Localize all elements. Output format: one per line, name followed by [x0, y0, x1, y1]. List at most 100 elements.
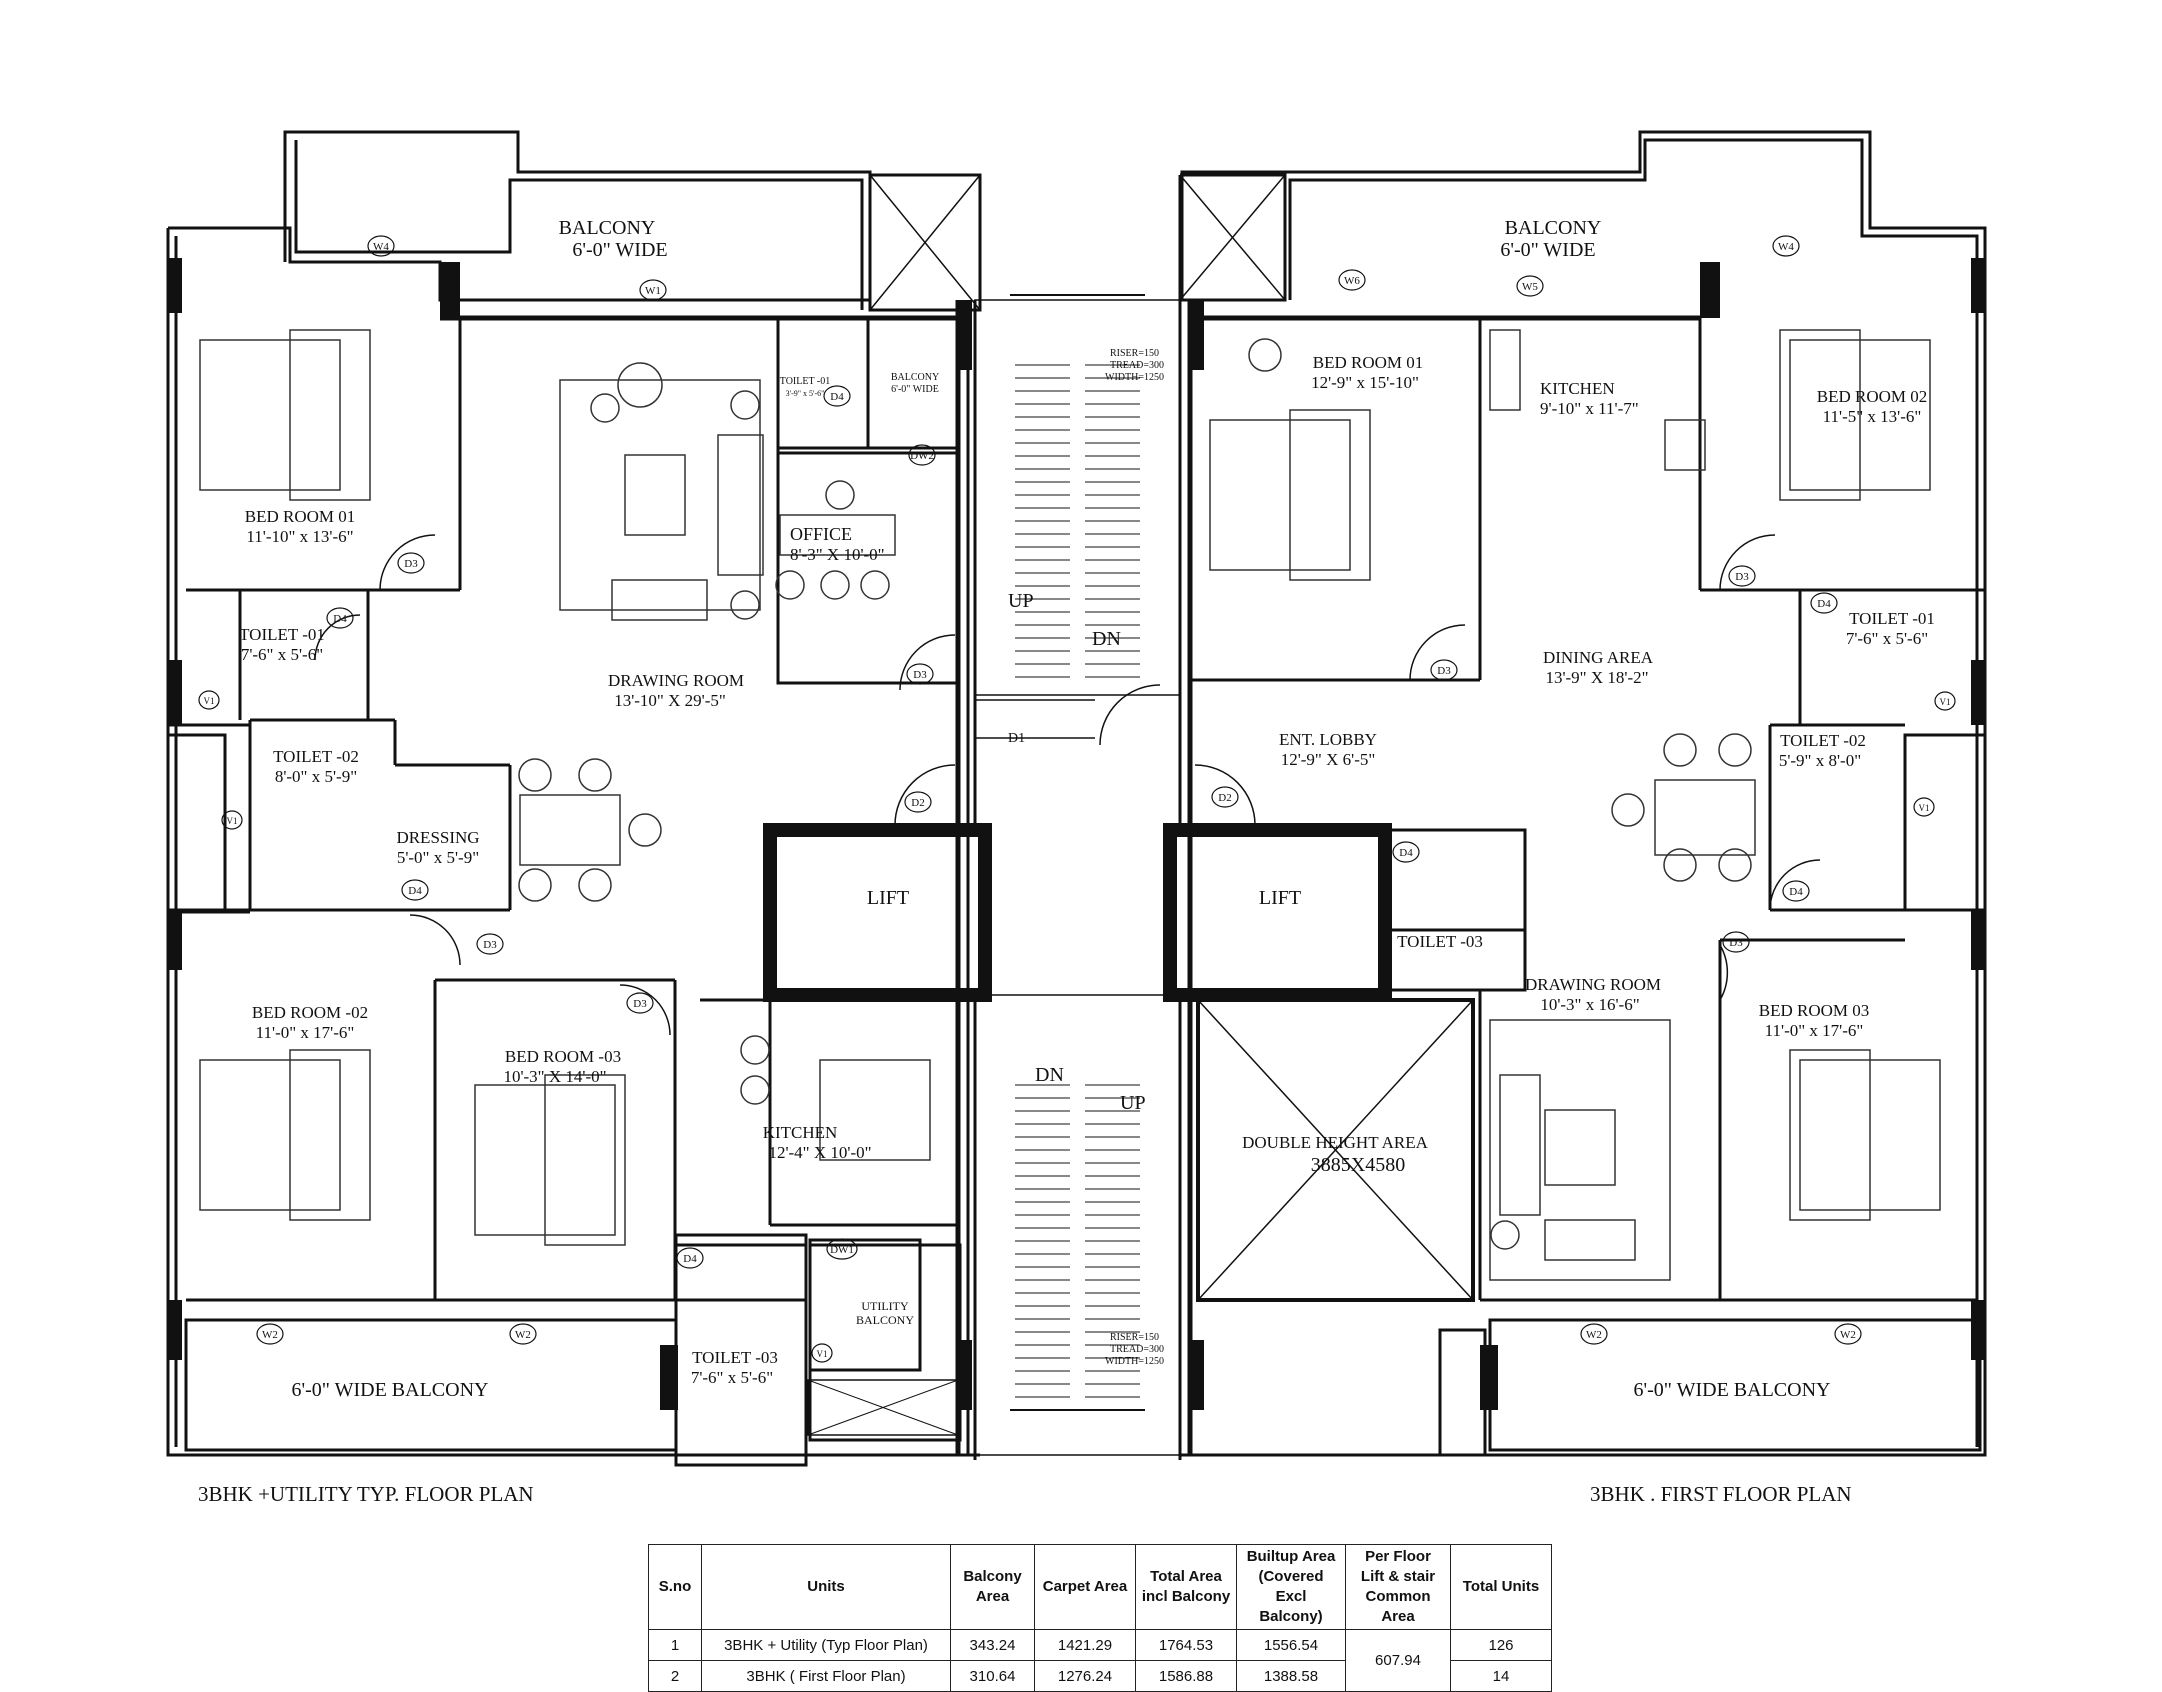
- right-kitchen-name: KITCHEN: [1540, 379, 1615, 398]
- tag-d4-left-small: D4: [830, 391, 844, 403]
- cell-carpet-area: 1276.24: [1034, 1660, 1136, 1692]
- columns: [168, 258, 1985, 1410]
- right-toilet-01-name: TOILET -01: [1849, 609, 1935, 628]
- right-bedroom-03-name: BED ROOM 03: [1759, 1001, 1870, 1020]
- left-balcony-small-name: BALCONY: [891, 372, 939, 383]
- tag-w6: W6: [1344, 275, 1360, 287]
- cell-total-units: 14: [1450, 1660, 1552, 1692]
- left-drawing-room-name: DRAWING ROOM: [608, 671, 744, 690]
- left-bedroom-03-size: 10'-3" X 14'-0": [503, 1067, 606, 1086]
- cell-balcony-area: 343.24: [950, 1629, 1035, 1661]
- tag-w2-right-b: W2: [1840, 1329, 1856, 1341]
- cell-sno: 1: [648, 1629, 702, 1661]
- tag-d3-right-bed2: D3: [1735, 571, 1749, 583]
- header-total-units: Total Units: [1450, 1544, 1552, 1630]
- header-units: Units: [701, 1544, 951, 1630]
- tag-d3-left-office: D3: [913, 669, 927, 681]
- tag-d4-right-toilet3: D4: [1399, 847, 1413, 859]
- left-bedroom-01-size: 11'-10" x 13'-6": [246, 527, 353, 546]
- right-toilet-03-name: TOILET -03: [1397, 932, 1483, 951]
- tag-d3-right-bed3: D3: [1729, 937, 1743, 949]
- tag-w5: W5: [1522, 281, 1538, 293]
- right-plan-title: 3BHK . FIRST FLOOR PLAN: [1590, 1482, 1852, 1506]
- stair-dn-bottom: DN: [1035, 1064, 1064, 1086]
- right-balcony-top-size: 6'-0" WIDE: [1500, 239, 1595, 261]
- left-utility-name-2: BALCONY: [856, 1313, 914, 1327]
- header-builtup-area: Builtup Area (Covered Excl Balcony): [1236, 1544, 1346, 1630]
- right-kitchen-size: 9'-10" x 11'-7": [1540, 399, 1639, 418]
- header-common-area: Per Floor Lift & stair Common Area: [1345, 1544, 1451, 1630]
- right-bedroom-02-size: 11'-5" x 13'-6": [1823, 407, 1922, 426]
- left-bedroom-03-name: BED ROOM -03: [505, 1047, 621, 1066]
- left-dressing-name: DRESSING: [396, 828, 479, 847]
- left-balcony-top-name: BALCONY: [559, 217, 656, 239]
- cell-total-area: 1586.88: [1135, 1660, 1237, 1692]
- left-toilet-01-name: TOILET -01: [239, 625, 325, 644]
- right-ent-lobby-size: 12'-9" X 6'-5": [1281, 750, 1376, 769]
- cell-sno: 2: [648, 1660, 702, 1692]
- table-row: 2 3BHK ( First Floor Plan) 310.64 1276.2…: [648, 1660, 1552, 1692]
- room-labels: BALCONY 6'-0" WIDE BED ROOM 01 11'-10" x…: [239, 217, 1935, 1401]
- tag-dw1: DW1: [830, 1244, 854, 1256]
- tag-d4-left-dressing: D4: [408, 885, 422, 897]
- right-bedroom-01-size: 12'-9" x 15'-10": [1311, 373, 1419, 392]
- tag-dw2: DW2: [910, 450, 934, 462]
- right-toilet-02-name: TOILET -02: [1780, 731, 1866, 750]
- tag-d3-left-bed3: D3: [633, 998, 647, 1010]
- cell-total-area: 1764.53: [1135, 1629, 1237, 1661]
- tag-d3-left-bed2: D3: [483, 939, 497, 951]
- tag-v1-left-a: V1: [204, 696, 215, 706]
- cell-balcony-area: 310.64: [950, 1660, 1035, 1692]
- left-balcony-bottom-name: 6'-0" WIDE BALCONY: [292, 1379, 489, 1401]
- core-walls: [763, 294, 1392, 1460]
- left-kitchen-size: 12'-4" X 10'-0": [768, 1143, 871, 1162]
- left-toilet-01-small-name: TOILET -01: [780, 376, 830, 387]
- right-lift-name: LIFT: [1259, 887, 1301, 909]
- right-toilet-02-size: 5'-9" x 8'-0": [1779, 751, 1861, 770]
- tag-v1-right-b: V1: [1919, 803, 1930, 813]
- right-unit-walls: [1178, 130, 1987, 1457]
- tag-d4-right-toilet2: D4: [1789, 886, 1803, 898]
- chairs: [518, 338, 1752, 1250]
- header-balcony-area: Balcony Area: [950, 1544, 1035, 1630]
- left-plan-title: 3BHK +UTILITY TYP. FLOOR PLAN: [198, 1482, 534, 1506]
- stair-spec-bottom-3: WIDTH=1250: [1105, 1356, 1164, 1367]
- left-toilet-03-size: 7'-6" x 5'-6": [691, 1368, 773, 1387]
- tag-d3-right-bed1: D3: [1437, 665, 1451, 677]
- cell-builtup-area: 1388.58: [1236, 1660, 1346, 1692]
- tag-v1-left-c: V1: [817, 1349, 828, 1359]
- left-office-name: OFFICE: [790, 524, 852, 544]
- left-utility-name: UTILITY: [861, 1299, 909, 1313]
- tag-v1-right-a: V1: [1940, 697, 1951, 707]
- right-balcony-top-name: BALCONY: [1505, 217, 1602, 239]
- left-toilet-01-size: 7'-6" x 5'-6": [241, 645, 323, 664]
- right-drawing-room-size: 10'-3" x 16'-6": [1540, 995, 1639, 1014]
- tag-w2-left-b: W2: [515, 1329, 531, 1341]
- stair-d1: D1: [1008, 731, 1025, 746]
- tag-d4-left-toilet3: D4: [683, 1253, 697, 1265]
- door-swings: [314, 534, 1821, 1036]
- left-kitchen-name: KITCHEN: [763, 1123, 838, 1142]
- tag-w4-right: W4: [1778, 241, 1794, 253]
- right-bedroom-01-name: BED ROOM 01: [1313, 353, 1424, 372]
- header-sno: S.no: [648, 1544, 702, 1630]
- stair-spec-top-1: RISER=150: [1110, 348, 1159, 359]
- left-bedroom-02-size: 11'-0" x 17'-6": [256, 1023, 355, 1042]
- right-dining-size: 13'-9" X 18'-2": [1545, 668, 1648, 687]
- cell-units: 3BHK ( First Floor Plan): [701, 1660, 951, 1692]
- right-bedroom-03-size: 11'-0" x 17'-6": [1765, 1021, 1864, 1040]
- area-table-header-row: S.no Units Balcony Area Carpet Area Tota…: [648, 1544, 1552, 1630]
- tag-w4-left: W4: [373, 241, 389, 253]
- cell-common-area: 607.94: [1345, 1629, 1451, 1692]
- header-carpet-area: Carpet Area: [1034, 1544, 1136, 1630]
- stair-spec-top-2: TREAD=300: [1110, 360, 1164, 371]
- right-balcony-bottom-name: 6'-0" WIDE BALCONY: [1634, 1379, 1831, 1401]
- right-dining-name: DINING AREA: [1543, 648, 1654, 667]
- left-toilet-02-name: TOILET -02: [273, 747, 359, 766]
- left-bedroom-01-name: BED ROOM 01: [245, 507, 356, 526]
- tag-d2-left: D2: [911, 797, 924, 809]
- right-bedroom-02-name: BED ROOM 02: [1817, 387, 1928, 406]
- tag-d4-left-toilet1: D4: [333, 613, 347, 625]
- area-table: S.no Units Balcony Area Carpet Area Tota…: [648, 1544, 1552, 1692]
- left-balcony-small-size: 6'-0" WIDE: [891, 384, 939, 395]
